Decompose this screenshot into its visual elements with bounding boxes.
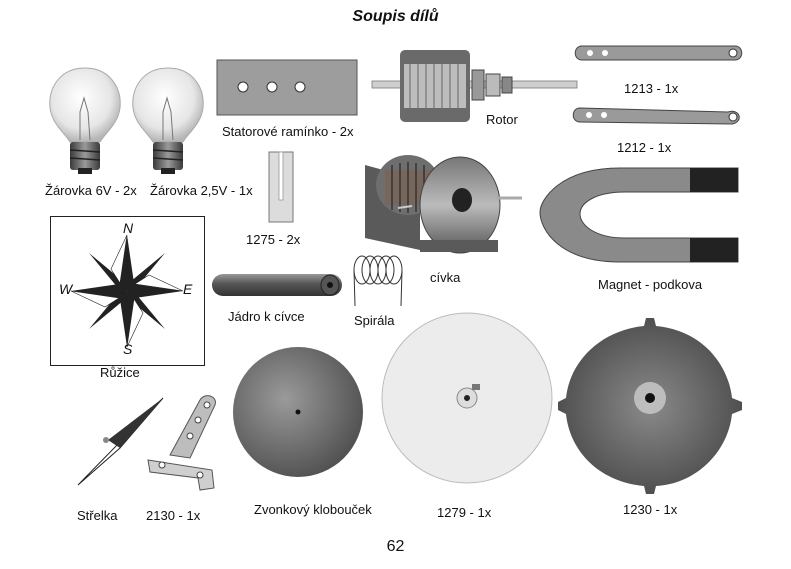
spiral-label: Spirála xyxy=(354,313,395,328)
part-1279-label: 1279 - 1x xyxy=(437,505,492,520)
coil-core-label: Jádro k cívce xyxy=(228,309,305,324)
magnet-image xyxy=(539,167,739,263)
part-2130-label: 2130 - 1x xyxy=(146,508,201,523)
part-1212-image xyxy=(572,107,740,125)
stator-arm-label: Statorové ramínko - 2x xyxy=(222,124,354,139)
bell-cap-label: Zvonkový klobouček xyxy=(254,502,372,517)
compass-south-label: S xyxy=(123,341,133,357)
stator-arm-image xyxy=(216,59,358,116)
bulb-2-5v-image xyxy=(132,67,204,174)
needle-image xyxy=(77,397,164,486)
compass-east-label: E xyxy=(183,281,193,297)
disk-1279-image xyxy=(381,312,553,484)
part-1212-label: 1212 - 1x xyxy=(617,140,672,155)
part-1275-label: 1275 - 2x xyxy=(246,232,301,247)
bulb-6v-image xyxy=(49,67,121,174)
coil-core-image xyxy=(212,274,342,296)
part-1213-label: 1213 - 1x xyxy=(624,81,679,96)
compass-rose-label: Růžice xyxy=(100,365,140,380)
bulb-6v-label: Žárovka 6V - 2x xyxy=(45,183,137,198)
rotor-label: Rotor xyxy=(486,112,518,127)
gear-1230-image xyxy=(558,318,742,494)
coil-label: cívka xyxy=(430,270,461,285)
spiral-image xyxy=(353,255,403,307)
coil-image xyxy=(365,155,522,254)
bell-cap-image xyxy=(233,347,363,477)
bulb-2-5v-label: Žárovka 2,5V - 1x xyxy=(150,183,253,198)
part-2130-image xyxy=(147,395,216,491)
compass-north-label: N xyxy=(123,220,134,236)
magnet-label: Magnet - podkova xyxy=(598,277,703,292)
rotor-image xyxy=(371,50,578,122)
compass-west-label: W xyxy=(59,281,73,297)
part-1213-image xyxy=(574,45,743,61)
needle-label: Střelka xyxy=(77,508,118,523)
part-1230-label: 1230 - 1x xyxy=(623,502,678,517)
page-title: Soupis dílů xyxy=(352,8,439,25)
part-1275-image xyxy=(268,151,294,223)
compass-rose-card: N S E W xyxy=(50,216,205,366)
compass-star-icon xyxy=(70,234,184,348)
page-number: 62 xyxy=(386,538,405,555)
